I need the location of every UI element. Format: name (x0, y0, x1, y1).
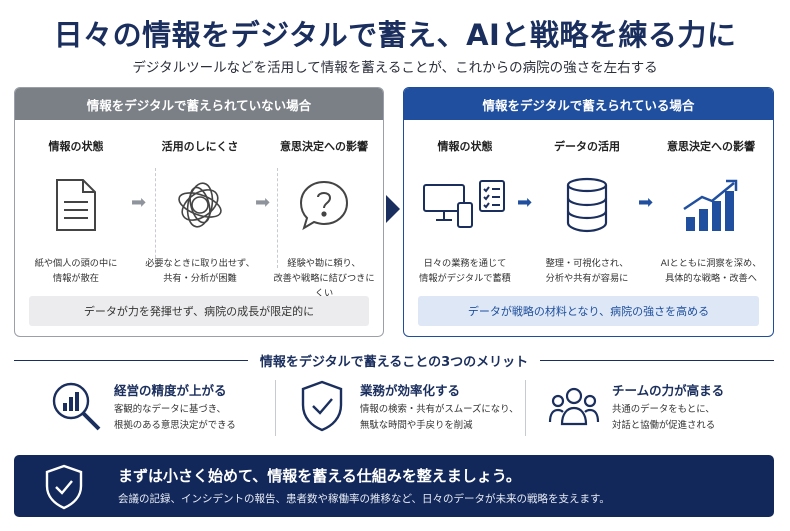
column-desc-line: 分析や共有が容易に (545, 273, 629, 284)
column-label: 意思決定への影響 (667, 140, 755, 153)
document-icon (21, 170, 131, 240)
column-desc-line: 紙や個人の頭の中に (34, 258, 118, 269)
column-desc-line: 情報が散在 (53, 273, 99, 284)
page-subtitle: デジタルツールなどを活用して情報を蓄えることが、これからの病院の強さを左右する (132, 60, 658, 76)
merits-heading-text: 情報をデジタルで蓄えることの3つのメリット (259, 354, 529, 370)
transition-arrow-icon (386, 195, 400, 223)
shield-check-icon (44, 464, 84, 514)
column-label: 情報の状態 (48, 140, 104, 153)
column-desc-line: 整理・可視化され、 (545, 258, 629, 269)
panel-header: 情報をデジタルで蓄えられている場合 (404, 88, 773, 120)
merit-desc-line: 客観的なデータに基づき、 (114, 404, 226, 415)
tangled-lines-icon (145, 170, 255, 240)
arrow-right-icon: ➡ (255, 192, 271, 213)
column-label: データの活用 (554, 140, 620, 153)
merit-desc-line: 無駄な時間や手戻りを削減 (360, 420, 473, 431)
arrow-right-icon: ➡ (131, 192, 147, 213)
merit-desc-line: 対話と協働が促進される (612, 420, 716, 431)
call-to-action-banner: まずは小さく始めて、情報を蓄える仕組みを整えましょう。 会議の記録、インシデント… (14, 455, 774, 517)
panel-digital: 情報をデジタルで蓄えられている場合 情報の状態 日々の業務を通じて 情報がデジタ… (403, 87, 774, 337)
merits-heading: 情報をデジタルで蓄えることの3つのメリット (14, 350, 774, 370)
banner-title: まずは小さく始めて、情報を蓄える仕組みを整えましょう。 (118, 467, 521, 485)
column-desc-line: 必要なときに取り出せず、 (145, 258, 255, 269)
divider (155, 168, 156, 268)
merit-desc-line: 情報の検索・共有がスムーズになり、 (360, 404, 519, 415)
column-desc-line: 経験や勘に頼り、 (287, 258, 361, 269)
column-decision-impact: 意思決定への影響 経験や勘に頼り、 改善や戦略に結びつきにくい (269, 138, 379, 301)
column-label: 活用のしにくさ (161, 140, 239, 153)
merit-title: 経営の精度が上がる (114, 383, 227, 398)
column-usability: 活用のしにくさ 必要なときに取り出せず、 共有・分析が困難 (145, 138, 255, 286)
divider (14, 359, 248, 361)
column-desc-line: AIとともに洞察を深め、 (660, 258, 762, 269)
divider (525, 380, 526, 436)
column-desc-line: 共有・分析が困難 (163, 273, 237, 284)
database-icon (532, 170, 642, 240)
page-title: 日々の情報をデジタルで蓄え、AIと戦略を練る力に (53, 18, 737, 52)
shield-check-icon (294, 378, 350, 434)
merit-item-teamwork: チームの力が高まる 共通のデータをもとに、 対話と協働が促進される (546, 378, 790, 438)
panel-footer: データが戦略の材料となり、病院の強さを高める (418, 296, 759, 326)
banner-description: 会議の記録、インシデントの報告、患者数や稼働率の推移など、日々のデータが未来の戦… (118, 493, 610, 505)
panel-not-digital: 情報をデジタルで蓄えられていない場合 情報の状態 紙や個人の頭の中に 情報が散在… (14, 87, 384, 337)
magnifier-chart-icon (48, 378, 104, 434)
column-label: 意思決定への影響 (280, 140, 368, 153)
divider (275, 380, 276, 436)
merit-item-accuracy: 経営の精度が上がる 客観的なデータに基づき、 根拠のある意思決定ができる (48, 378, 298, 438)
merit-desc-line: 根拠のある意思決定ができる (114, 420, 236, 431)
merit-title: チームの力が高まる (612, 383, 725, 398)
column-desc-line: 改善や戦略に結びつきにくい (273, 273, 375, 299)
column-info-state: 情報の状態 日々の業務を通じて 情報がデジタルで蓄積 (410, 138, 520, 286)
arrow-right-icon: ➡ (638, 192, 654, 213)
merit-desc-line: 共通のデータをもとに、 (612, 404, 715, 415)
column-label: 情報の状態 (437, 140, 493, 153)
growth-chart-icon (656, 170, 766, 240)
merit-item-efficiency: 業務が効率化する 情報の検索・共有がスムーズになり、 無駄な時間や手戻りを削減 (294, 378, 544, 438)
column-desc-line: 具体的な戦略・改善へ (665, 273, 757, 284)
arrow-right-icon: ➡ (517, 192, 533, 213)
column-decision-impact: 意思決定への影響 AIとともに洞察を深め、 具体的な戦略・改善へ (656, 138, 766, 286)
panel-header: 情報をデジタルで蓄えられていない場合 (15, 88, 383, 120)
merit-title: 業務が効率化する (360, 383, 461, 398)
divider (540, 359, 774, 361)
team-icon (546, 378, 602, 434)
column-desc-line: 情報がデジタルで蓄積 (419, 273, 511, 284)
column-desc-line: 日々の業務を通じて (423, 258, 507, 269)
panel-footer: データが力を発揮せず、病院の成長が限定的に (29, 296, 369, 326)
question-bubble-icon (269, 170, 379, 240)
column-data-usage: データの活用 整理・可視化され、 分析や共有が容易に (532, 138, 642, 286)
column-info-state: 情報の状態 紙や個人の頭の中に 情報が散在 (21, 138, 131, 286)
devices-icon (410, 170, 520, 240)
divider (277, 168, 278, 268)
